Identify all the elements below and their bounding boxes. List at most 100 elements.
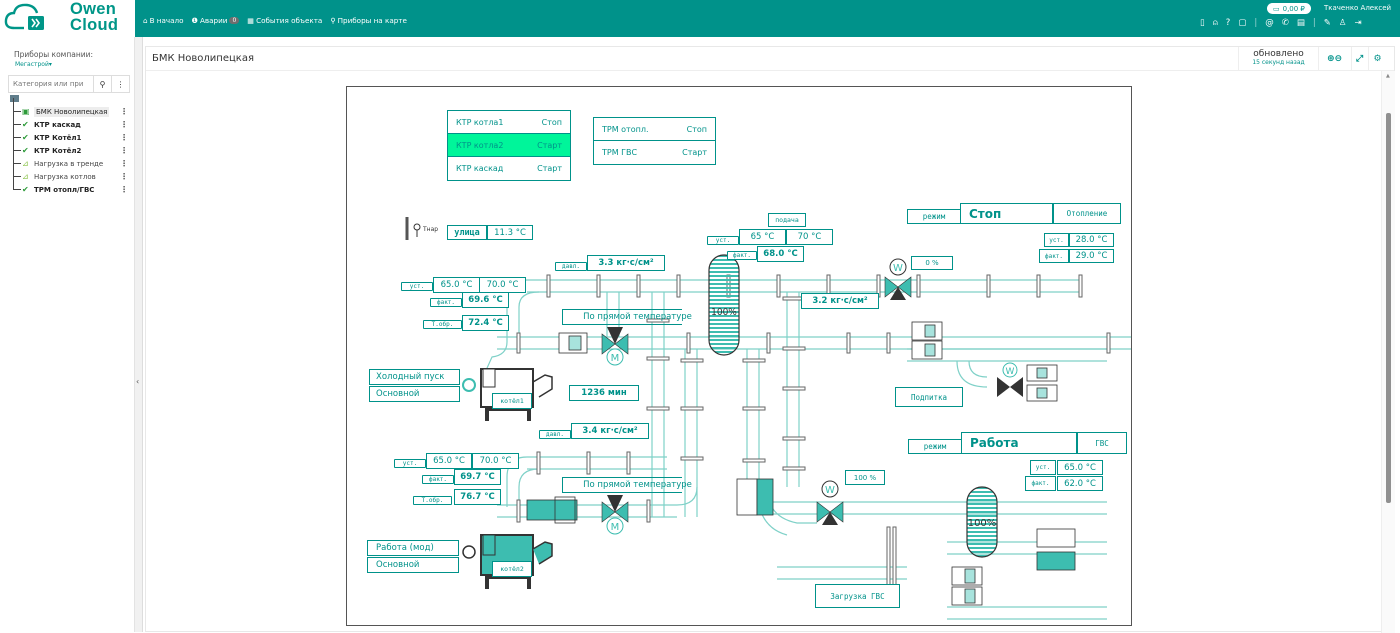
heating-valve[interactable]: W — [884, 258, 912, 300]
b2-status: Работа (мод) — [367, 540, 459, 556]
supply-pressure: 3.2 кг·с/см² — [801, 293, 879, 309]
item-menu-icon[interactable]: ⋮ — [120, 146, 128, 155]
b1-mode[interactable]: По прямой температуре — [562, 309, 692, 325]
b2-mode[interactable]: По прямой температуре — [562, 477, 692, 493]
b1-set-high[interactable]: 70.0 °C — [479, 277, 526, 293]
dhw-set[interactable]: 65.0 °C — [1057, 460, 1103, 475]
vertical-scrollbar[interactable]: ▲ — [1381, 71, 1395, 633]
caret-down-icon: ▾ — [48, 61, 52, 68]
dhw-mode[interactable]: Работа — [961, 432, 1077, 454]
search-button[interactable]: ⚲ — [93, 76, 111, 92]
help-icon[interactable]: ? — [1225, 18, 1231, 28]
notification-icon[interactable]: ⍝ — [1212, 18, 1218, 28]
valve-motor-label: M — [611, 522, 620, 533]
map-pin-icon: ⚲ — [330, 16, 336, 25]
supply-set-tag: уст. — [707, 236, 739, 245]
trm-row-heating[interactable]: ТРМ отопл.Стоп — [594, 118, 715, 141]
company-selector[interactable]: Мегастрой▾ — [15, 61, 52, 68]
more-button[interactable]: ⋮ — [111, 76, 129, 92]
balance-button[interactable]: ▭0,00 ₽ — [1267, 3, 1311, 14]
supply-fact: 68.0 °C — [757, 246, 804, 262]
tree-item[interactable]: ⊿Нагрузка котлов⋮ — [10, 163, 132, 183]
briefcase-icon[interactable]: ▤ — [1296, 18, 1305, 28]
user-name[interactable]: Ткаченко Алексей — [1324, 4, 1392, 12]
tree-item[interactable]: ⊿Нагрузка в тренде⋮ — [10, 150, 132, 170]
makeup-valve[interactable]: W — [997, 362, 1023, 397]
item-menu-icon[interactable]: ⋮ — [120, 159, 128, 168]
supply-set-high[interactable]: 70 °C — [786, 229, 833, 245]
b2-set-high[interactable]: 70.0 °C — [472, 453, 519, 469]
item-menu-icon[interactable]: ⋮ — [120, 185, 128, 194]
outdoor-sensor-label: Tнар — [422, 226, 438, 233]
nav-home[interactable]: ⌂В начало — [143, 16, 184, 25]
folder-icon[interactable] — [10, 95, 19, 102]
email-icon[interactable]: @ — [1265, 18, 1274, 28]
company-name: Мегастрой — [15, 61, 49, 68]
dhw-tank-level: 100% — [968, 518, 997, 529]
zoom-in-icon[interactable]: ⊕ — [1326, 54, 1335, 64]
boiler1-valve[interactable]: M — [601, 327, 629, 366]
item-menu-icon[interactable]: ⋮ — [120, 172, 128, 181]
fullscreen-button[interactable]: ⤢ — [1351, 47, 1367, 71]
heating-set-tag: уст. — [1044, 233, 1069, 247]
user-icon[interactable]: ♙ — [1338, 18, 1347, 28]
chat-icon[interactable]: ▢ — [1238, 18, 1247, 28]
tree-item[interactable]: ✔КТР Котёл1⋮ — [10, 124, 132, 144]
valve-motor-label: W — [1006, 367, 1015, 377]
tree-item[interactable]: ✔ТРМ отопл/ГВС⋮ — [10, 176, 132, 196]
document-icon[interactable]: ▯ — [1200, 18, 1205, 28]
trm-state: Стоп — [686, 124, 707, 134]
b2-set-low[interactable]: 65.0 °C — [426, 453, 472, 469]
check-icon: ✔ — [22, 133, 29, 142]
wallet-icon: ▭ — [1273, 4, 1280, 13]
tools-icon[interactable]: ✎ — [1323, 18, 1331, 28]
item-menu-icon[interactable]: ⋮ — [120, 120, 128, 129]
phone-icon[interactable]: ✆ — [1281, 18, 1289, 28]
item-menu-icon[interactable]: ⋮ — [120, 107, 128, 116]
supply-set-low[interactable]: 65 °C — [739, 229, 786, 245]
sidebar-search: ⚲ ⋮ — [8, 75, 130, 93]
item-menu-icon[interactable]: ⋮ — [120, 133, 128, 142]
valve-motor-label: M — [611, 353, 620, 364]
b1-set-low[interactable]: 65.0 °C — [433, 277, 480, 293]
scroll-up-icon[interactable]: ▲ — [1386, 73, 1390, 79]
b1-return: 72.4 °C — [462, 315, 509, 331]
tree-item[interactable]: ✔КТР каскад⋮ — [10, 111, 132, 131]
heating-set[interactable]: 28.0 °C — [1069, 233, 1114, 247]
b2-set-tag: уст. — [394, 459, 426, 468]
b2-fact: 69.7 °C — [454, 469, 501, 485]
search-input[interactable] — [9, 76, 93, 92]
ktr-state: Старт — [537, 164, 562, 173]
nav-map[interactable]: ⚲Приборы на карте — [330, 16, 407, 25]
sidebar-collapse-handle[interactable]: ‹ — [135, 37, 143, 632]
sidebar: Приборы компании: Мегастрой▾ ⚲ ⋮ ▣БМК Но… — [0, 37, 135, 632]
supply-tank-level: 100% — [711, 307, 737, 318]
dhw-valve[interactable]: W — [816, 480, 844, 525]
tree-item[interactable]: ▣БМК Новолипецкая⋮ — [10, 98, 132, 118]
settings-button[interactable]: ⚙ — [1368, 47, 1386, 71]
scheme-icon: ▣ — [22, 107, 30, 116]
ktr-state: Стоп — [541, 117, 562, 127]
supply-fact-tag: факт. — [727, 251, 757, 260]
nav-events[interactable]: ▦События объекта — [247, 16, 322, 25]
logo-text-cloud: Cloud — [70, 16, 119, 34]
dhw-valve-position: 100 % — [845, 470, 885, 485]
chevron-left-icon: ‹ — [136, 377, 140, 386]
events-icon: ▦ — [247, 16, 255, 25]
heating-mode[interactable]: Стоп — [960, 203, 1053, 224]
boiler2-valve[interactable]: M — [601, 495, 629, 535]
tree-item[interactable]: ✔КТР Котёл2⋮ — [10, 137, 132, 157]
scrollbar-thumb[interactable] — [1386, 113, 1391, 503]
outdoor-label: улица — [447, 225, 487, 240]
zoom-out-icon[interactable]: ⊖ — [1334, 54, 1343, 64]
logout-icon[interactable]: ⇥ — [1354, 18, 1362, 28]
logo[interactable]: Owen Cloud — [0, 0, 134, 37]
divider: | — [1254, 18, 1258, 28]
